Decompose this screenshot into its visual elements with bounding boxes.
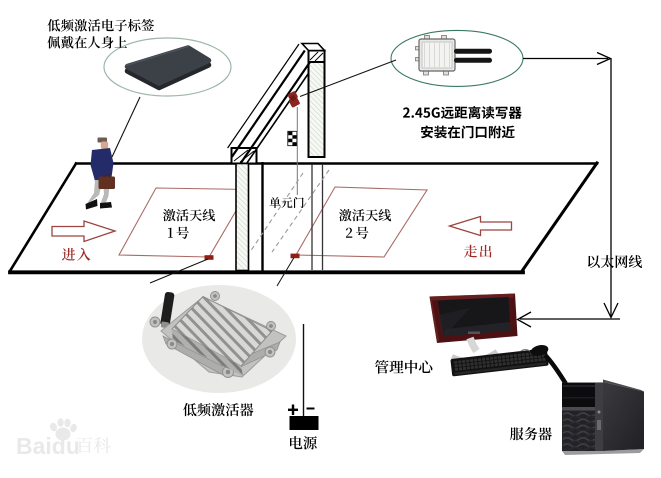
svg-text:Baidu: Baidu bbox=[16, 433, 80, 459]
